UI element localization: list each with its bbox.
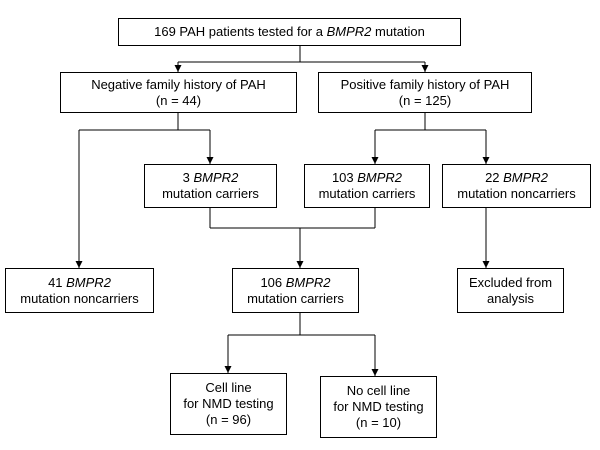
- cell-line-count: (n = 96): [205, 412, 252, 427]
- positive-carriers-count: 103: [331, 170, 358, 185]
- negative-carriers-gene: BMPR2: [193, 170, 239, 185]
- negative-carriers-count: 3: [182, 170, 194, 185]
- positive-noncarriers-label: mutation noncarriers: [457, 186, 576, 201]
- total-carriers-box: 106 BMPR2 mutation carriers: [232, 268, 359, 313]
- no-cell-line-label: No cell line: [346, 383, 411, 398]
- root-gene: BMPR2: [326, 24, 372, 39]
- excluded-box: Excluded from analysis: [457, 268, 564, 313]
- negative-history-box: Negative family history of PAH (n = 44): [60, 72, 297, 113]
- negative-carriers-label: mutation carriers: [162, 186, 259, 201]
- negative-carriers-box: 3 BMPR2 mutation carriers: [144, 164, 277, 208]
- cell-line-box: Cell line for NMD testing (n = 96): [170, 373, 287, 435]
- total-carriers-label: mutation carriers: [247, 290, 344, 306]
- root-box: 169 PAH patients tested for a BMPR2 muta…: [118, 18, 461, 46]
- positive-carriers-box: 103 BMPR2 mutation carriers: [304, 164, 430, 208]
- root-count: 169: [154, 24, 176, 39]
- no-cell-line-box: No cell line for NMD testing (n = 10): [320, 376, 437, 438]
- excluded-label-line2: analysis: [487, 290, 534, 306]
- positive-noncarriers-gene: BMPR2: [503, 170, 548, 185]
- positive-history-box: Positive family history of PAH (n = 125): [318, 72, 532, 113]
- total-carriers-gene: BMPR2: [285, 274, 331, 290]
- root-text-pre: PAH patients tested for a: [175, 24, 327, 39]
- positive-noncarriers-box: 22 BMPR2 mutation noncarriers: [442, 164, 591, 208]
- negative-history-label: Negative family history of PAH: [91, 76, 266, 92]
- negative-history-count: (n = 44): [155, 92, 202, 108]
- negative-noncarriers-box: 41 BMPR2 mutation noncarriers: [5, 268, 154, 313]
- no-cell-line-purpose: for NMD testing: [333, 399, 424, 414]
- excluded-label-line1: Excluded from: [468, 274, 553, 290]
- negative-noncarriers-count: 41: [48, 274, 67, 290]
- cell-line-label: Cell line: [205, 380, 252, 395]
- positive-noncarriers-count: 22: [485, 170, 504, 185]
- negative-noncarriers-label: mutation noncarriers: [20, 290, 139, 306]
- positive-carriers-gene: BMPR2: [357, 170, 403, 185]
- positive-history-count: (n = 125): [398, 92, 452, 108]
- total-carriers-count: 106: [260, 274, 286, 290]
- positive-history-label: Positive family history of PAH: [340, 76, 510, 92]
- no-cell-line-count: (n = 10): [355, 415, 402, 430]
- cell-line-purpose: for NMD testing: [183, 396, 274, 411]
- positive-carriers-label: mutation carriers: [318, 186, 416, 201]
- negative-noncarriers-gene: BMPR2: [66, 274, 111, 290]
- root-text-post: mutation: [371, 24, 425, 39]
